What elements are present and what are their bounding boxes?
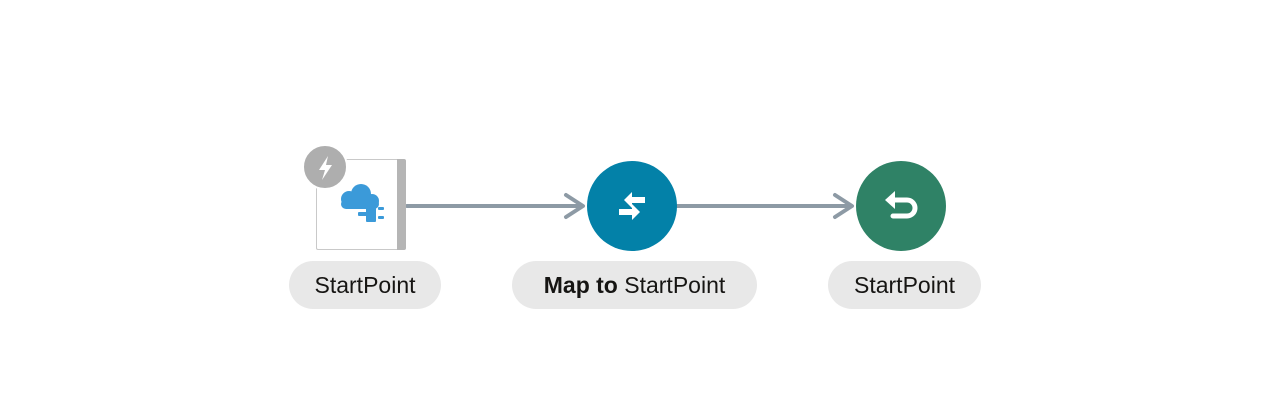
map-node[interactable]: [587, 161, 677, 251]
map-node-label[interactable]: Map to StartPoint: [512, 261, 757, 309]
trigger-card-edge: [397, 159, 406, 250]
map-label-text: StartPoint: [624, 272, 726, 298]
trigger-label-text: StartPoint: [314, 272, 416, 298]
map-arrows-icon: [619, 192, 645, 220]
cloud-adapter-icon: [341, 184, 384, 222]
connector-arrowhead-return: [833, 193, 854, 219]
return-label-text: StartPoint: [854, 272, 955, 298]
return-node-label[interactable]: StartPoint: [828, 261, 981, 309]
map-label-prefix: Map to: [543, 272, 618, 298]
return-node[interactable]: [856, 161, 946, 251]
connector-arrowhead-map: [564, 193, 585, 219]
return-arrow-icon: [885, 191, 918, 219]
lightning-bolt-badge: [302, 144, 348, 190]
lightning-bolt-icon: [319, 156, 332, 180]
trigger-node-label[interactable]: StartPoint: [289, 261, 441, 309]
